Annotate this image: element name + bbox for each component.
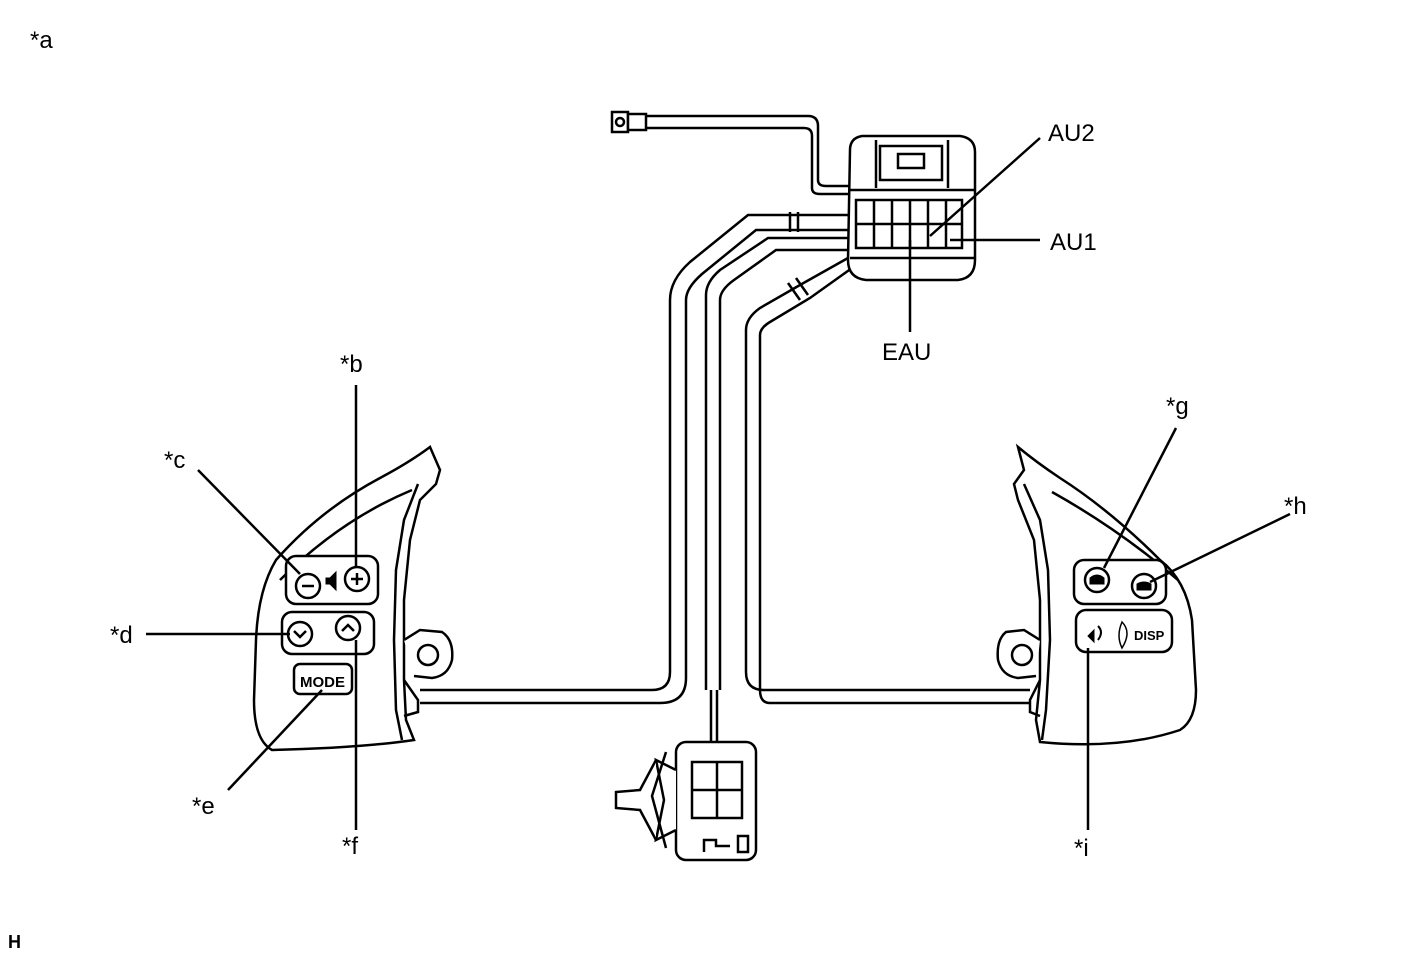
callout-b: *b (340, 351, 363, 378)
figure-reference: H (8, 932, 21, 952)
callout-h: *h (1284, 493, 1307, 520)
callout-e: *e (192, 793, 215, 820)
connector-label-au2: AU2 (1048, 120, 1095, 147)
right-steering-pad-switch (996, 443, 1198, 746)
clock-spring-connector (614, 740, 758, 862)
wire-harness (420, 114, 1030, 742)
figure-label: *a (30, 27, 53, 54)
pigtail-connector (610, 110, 648, 134)
callout-i: *i (1074, 835, 1089, 862)
connector-label-au1: AU1 (1050, 229, 1097, 256)
callout-f: *f (342, 833, 358, 860)
left-steering-pad-switch (252, 445, 454, 752)
spiral-cable-connector (846, 134, 977, 282)
callout-c: *c (164, 447, 185, 474)
connector-leaders (908, 137, 1041, 332)
callout-d: *d (110, 622, 133, 649)
callout-g: *g (1166, 393, 1189, 420)
mode-button-label: MODE (300, 674, 345, 691)
connector-label-eau: EAU (882, 339, 931, 366)
disp-button-label: DISP (1134, 628, 1165, 643)
callout-leaders (146, 385, 1291, 830)
